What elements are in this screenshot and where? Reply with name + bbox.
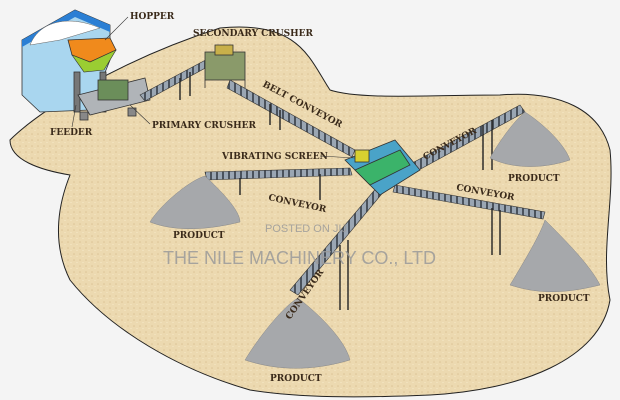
watermark-line1: POSTED ON JIJ — [265, 223, 347, 235]
product-pile-bottom — [244, 297, 351, 369]
watermark-line2: THE NILE MACHINERY CO., LTD — [163, 248, 436, 268]
label-vibrating-screen: VIBRATING SCREEN — [221, 152, 328, 162]
hopper — [67, 37, 117, 73]
product-piles — [149, 111, 601, 369]
label-secondary-crusher: SECONDARY CRUSHER — [193, 29, 313, 39]
vibrating-screen — [344, 139, 421, 196]
label-product-right: PRODUCT — [538, 294, 590, 304]
label-primary-crusher: PRIMARY CRUSHER — [152, 121, 257, 131]
label-feeder: FEEDER — [50, 128, 93, 138]
label-product-bottom: PRODUCT — [270, 374, 322, 384]
product-pile-left — [149, 175, 241, 229]
conveyor-supports — [179, 72, 501, 310]
retaining-wall — [21, 9, 111, 113]
label-product-left: PRODUCT — [173, 231, 225, 241]
ground-area — [9, 26, 612, 398]
label-product-topright: PRODUCT — [508, 174, 560, 184]
primary-crusher — [73, 71, 151, 121]
product-pile-topright — [489, 111, 571, 167]
secondary-crusher — [204, 44, 246, 88]
product-pile-right — [509, 219, 601, 292]
label-hopper: HOPPER — [130, 12, 175, 22]
